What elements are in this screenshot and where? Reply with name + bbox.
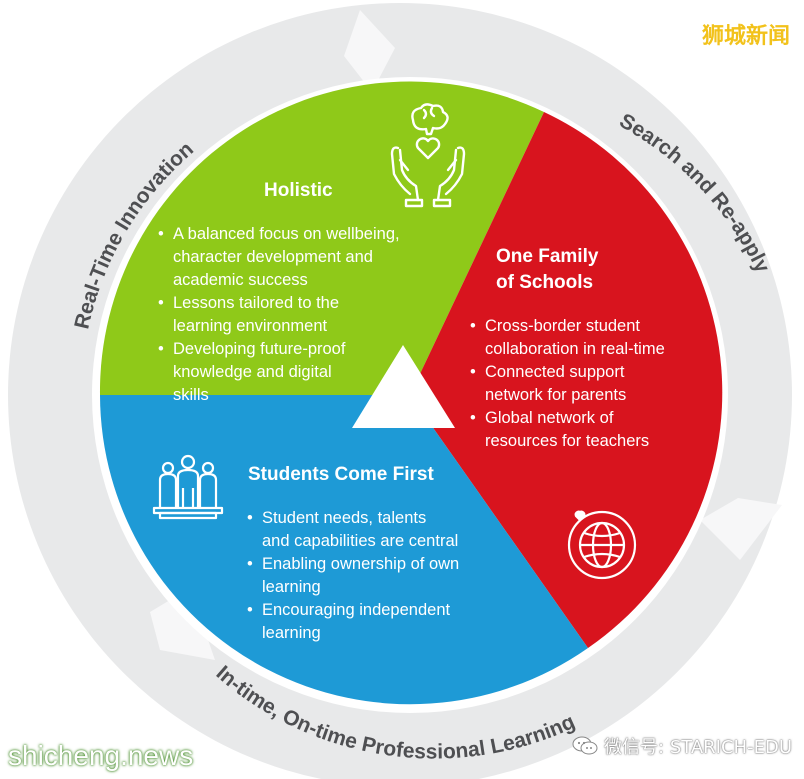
wechat-icon (572, 736, 598, 755)
watermark-bottom-left: shicheng.news (8, 740, 194, 771)
holistic-title: Holistic (264, 180, 333, 201)
holistic-bullets: A balanced focus on wellbeing,character … (158, 223, 458, 407)
ring-arrow-right (700, 498, 782, 560)
students-group-icon (152, 454, 224, 520)
students-title: Students Come First (248, 464, 434, 485)
list-item: A balanced focus on wellbeing,character … (158, 223, 458, 292)
ring-arrow-top (344, 10, 395, 92)
wechat-id-text: 微信号: STARICH-EDU (604, 737, 792, 758)
family-title-line2: of Schools (496, 272, 594, 293)
family-title: One Family of Schools (496, 244, 598, 296)
watermark-top-right: 狮城新闻 (701, 24, 790, 49)
watermark-bottom-right: 微信号: STARICH-EDU (572, 733, 792, 759)
ring-arrow-left (150, 588, 215, 660)
hands-heart-brain-icon (390, 103, 466, 208)
family-title-line1: One Family (496, 246, 599, 267)
globe-heart-icon (567, 510, 637, 580)
